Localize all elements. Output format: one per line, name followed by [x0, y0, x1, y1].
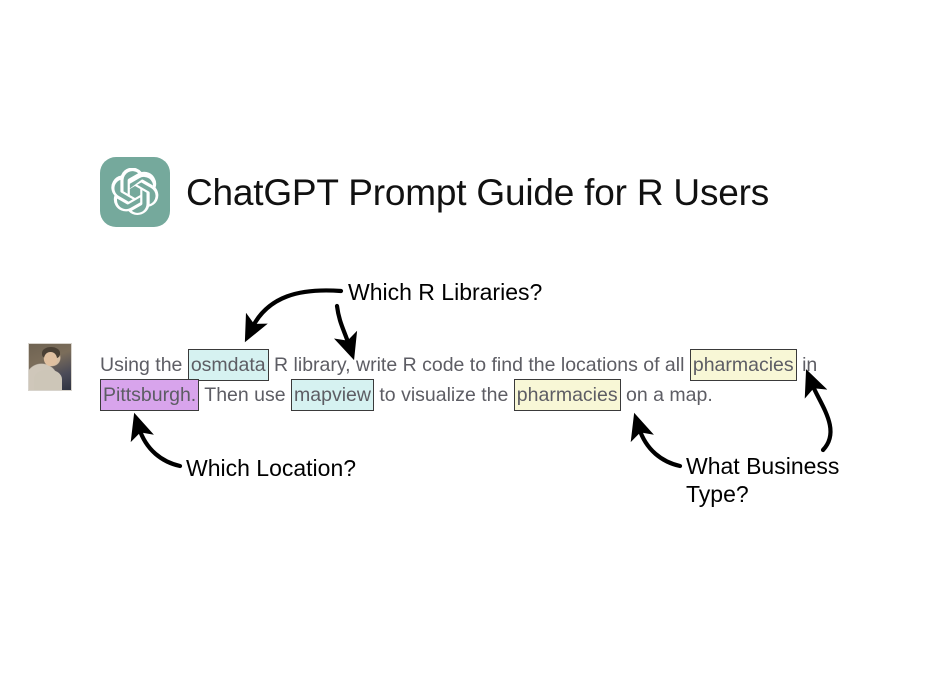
- slide-header: ChatGPT Prompt Guide for R Users: [100, 157, 769, 227]
- highlight-pittsburgh-label: Pittsburgh.: [103, 384, 197, 406]
- page-title: ChatGPT Prompt Guide for R Users: [186, 171, 770, 213]
- highlight-pharmacies-2-label: pharmacies: [516, 384, 618, 406]
- annotation-label-business: What Business Type?: [686, 453, 840, 507]
- openai-logo-icon: [100, 157, 170, 227]
- highlight-pharmacies-2: pharmacies: [513, 372, 621, 432]
- prompt-segment: Then use: [199, 384, 292, 406]
- highlight-mapview-label: mapview: [294, 384, 371, 406]
- prompt-segment: Using the: [100, 354, 188, 376]
- prompt-segment: on a map.: [620, 384, 713, 406]
- annotation-label-location: Which Location?: [186, 455, 357, 481]
- arrow-business-to-pharmacies-2: [630, 412, 683, 469]
- highlight-osmdata-label: osmdata: [190, 354, 266, 376]
- arrow-libraries-to-osmdata: [244, 288, 344, 343]
- arrow-location-to-pittsburgh: [130, 412, 183, 469]
- highlight-pharmacies-1-label: pharmacies: [692, 354, 794, 376]
- highlight-pharmacies-1: pharmacies: [689, 342, 798, 394]
- annotation-label-libraries: Which R Libraries?: [348, 279, 543, 305]
- prompt-segment: to visualize the: [373, 384, 514, 406]
- arrow-libraries-to-mapview: [333, 303, 358, 361]
- highlight-osmdata: osmdata: [187, 342, 269, 394]
- prompt-line-2: Pittsburgh. Then use mapview to visualiz…: [99, 371, 890, 432]
- prompt-line-1: Using the osmdata R library, write R cod…: [100, 342, 890, 394]
- prompt-segment: in: [796, 354, 818, 376]
- prompt-segment: R library, write R code to find the loca…: [268, 354, 690, 376]
- user-avatar-photo: [28, 343, 72, 391]
- avatar-face: [44, 352, 57, 367]
- highlight-mapview: mapview: [290, 372, 375, 432]
- avatar-body: [34, 369, 62, 390]
- prompt-text: Using the osmdata R library, write R cod…: [99, 342, 890, 432]
- highlight-pittsburgh: Pittsburgh.: [99, 371, 201, 432]
